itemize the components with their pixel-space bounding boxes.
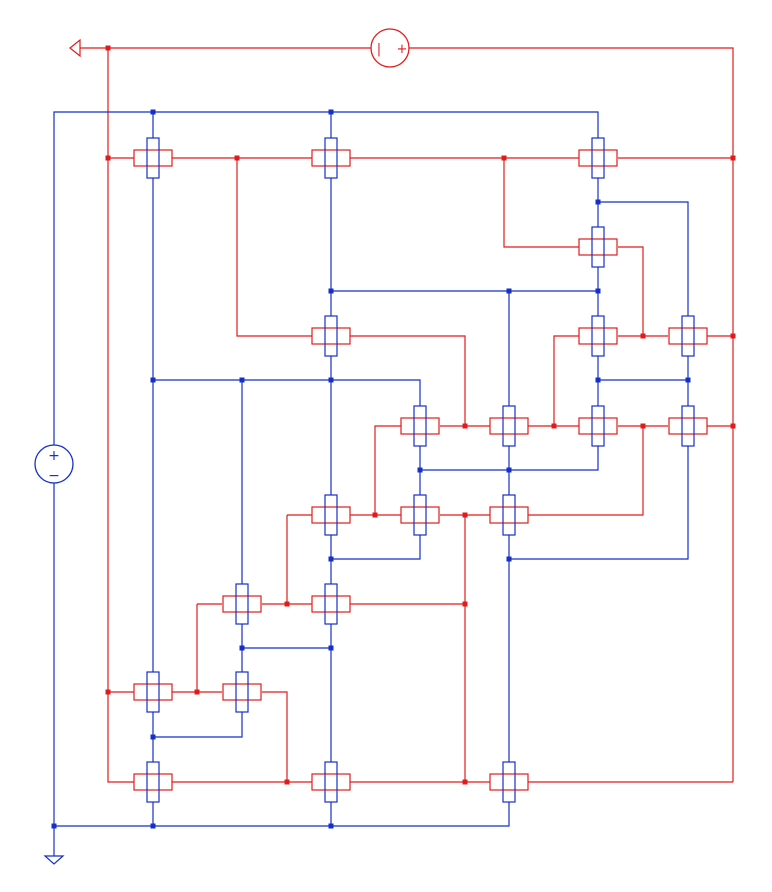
blue-junction bbox=[595, 199, 601, 205]
blue-junction bbox=[506, 556, 512, 562]
blue-junction bbox=[417, 467, 423, 473]
cross-device bbox=[668, 315, 708, 357]
blue-junction bbox=[685, 377, 691, 383]
blue-wire bbox=[153, 379, 421, 406]
blue-junction bbox=[239, 645, 245, 651]
blue-junction bbox=[595, 288, 601, 294]
blue-junction bbox=[150, 377, 156, 383]
cross-device bbox=[578, 137, 618, 179]
left-source-top-glyph: + bbox=[48, 448, 60, 464]
left-source-bottom-glyph: − bbox=[48, 468, 60, 484]
red-wire bbox=[262, 691, 288, 782]
cross-device bbox=[578, 226, 618, 268]
blue-junction bbox=[239, 377, 245, 383]
cross-device bbox=[133, 761, 173, 803]
red-junction bbox=[730, 155, 736, 161]
blue-junction bbox=[595, 377, 601, 383]
red-wire bbox=[107, 48, 134, 783]
blue-junction bbox=[150, 109, 156, 115]
ground-icon bbox=[43, 826, 65, 865]
blue-wire bbox=[331, 535, 421, 560]
cross-device bbox=[222, 583, 262, 625]
cross-device bbox=[578, 315, 618, 357]
cross-device bbox=[400, 494, 440, 536]
red-junction bbox=[462, 512, 468, 518]
red-wire bbox=[350, 335, 466, 426]
red-junction bbox=[105, 689, 111, 695]
red-terminal-icon bbox=[69, 38, 108, 58]
blue-junction bbox=[328, 556, 334, 562]
cross-device bbox=[133, 137, 173, 179]
red-junction bbox=[730, 423, 736, 429]
red-wire bbox=[528, 426, 644, 516]
cross-device bbox=[489, 761, 529, 803]
blue-junction bbox=[506, 467, 512, 473]
red-junction bbox=[194, 689, 200, 695]
top-source-icon: | + bbox=[370, 28, 410, 68]
cross-device bbox=[311, 583, 351, 625]
red-junction bbox=[105, 155, 111, 161]
red-wire bbox=[553, 335, 580, 426]
cross-device bbox=[311, 761, 351, 803]
top-source-left-glyph: | bbox=[377, 42, 381, 57]
red-junction bbox=[372, 512, 378, 518]
blue-junction bbox=[328, 288, 334, 294]
red-junction bbox=[284, 601, 290, 607]
cross-device bbox=[489, 405, 529, 447]
blue-wire bbox=[509, 446, 689, 560]
cross-device bbox=[222, 671, 262, 713]
red-junction bbox=[462, 601, 468, 607]
cross-device bbox=[311, 494, 351, 536]
cross-devices bbox=[133, 137, 708, 803]
blue-junction bbox=[506, 288, 512, 294]
blue-junction bbox=[150, 823, 156, 829]
red-junction bbox=[462, 779, 468, 785]
red-wire bbox=[236, 158, 312, 337]
left-source-icon: + − bbox=[34, 444, 74, 484]
red-junction bbox=[640, 423, 646, 429]
cross-device bbox=[578, 405, 618, 447]
red-junction bbox=[640, 333, 646, 339]
red-wire bbox=[503, 158, 580, 248]
red-wire bbox=[408, 47, 734, 782]
red-junction bbox=[234, 155, 240, 161]
top-source-right-glyph: + bbox=[397, 42, 408, 57]
cross-device bbox=[400, 405, 440, 447]
blue-junction bbox=[328, 109, 334, 115]
red-junction bbox=[501, 155, 507, 161]
blue-junction bbox=[328, 645, 334, 651]
cross-device bbox=[133, 671, 173, 713]
blue-wire bbox=[53, 483, 510, 827]
red-wire bbox=[374, 425, 402, 515]
cross-device bbox=[311, 137, 351, 179]
red-net-wires bbox=[107, 47, 734, 783]
red-junction bbox=[730, 333, 736, 339]
blue-wire bbox=[53, 111, 599, 445]
cross-device bbox=[668, 405, 708, 447]
blue-net-wires bbox=[53, 111, 689, 827]
blue-junction bbox=[328, 377, 334, 383]
red-wire bbox=[618, 246, 644, 336]
cross-device bbox=[311, 315, 351, 357]
red-junction bbox=[551, 423, 557, 429]
cross-device bbox=[489, 494, 529, 536]
blue-wire bbox=[598, 201, 689, 316]
blue-wire bbox=[420, 446, 599, 471]
blue-wire bbox=[153, 712, 243, 738]
red-junction bbox=[462, 423, 468, 429]
blue-junction bbox=[150, 734, 156, 740]
red-junction bbox=[284, 779, 290, 785]
blue-junction bbox=[328, 823, 334, 829]
